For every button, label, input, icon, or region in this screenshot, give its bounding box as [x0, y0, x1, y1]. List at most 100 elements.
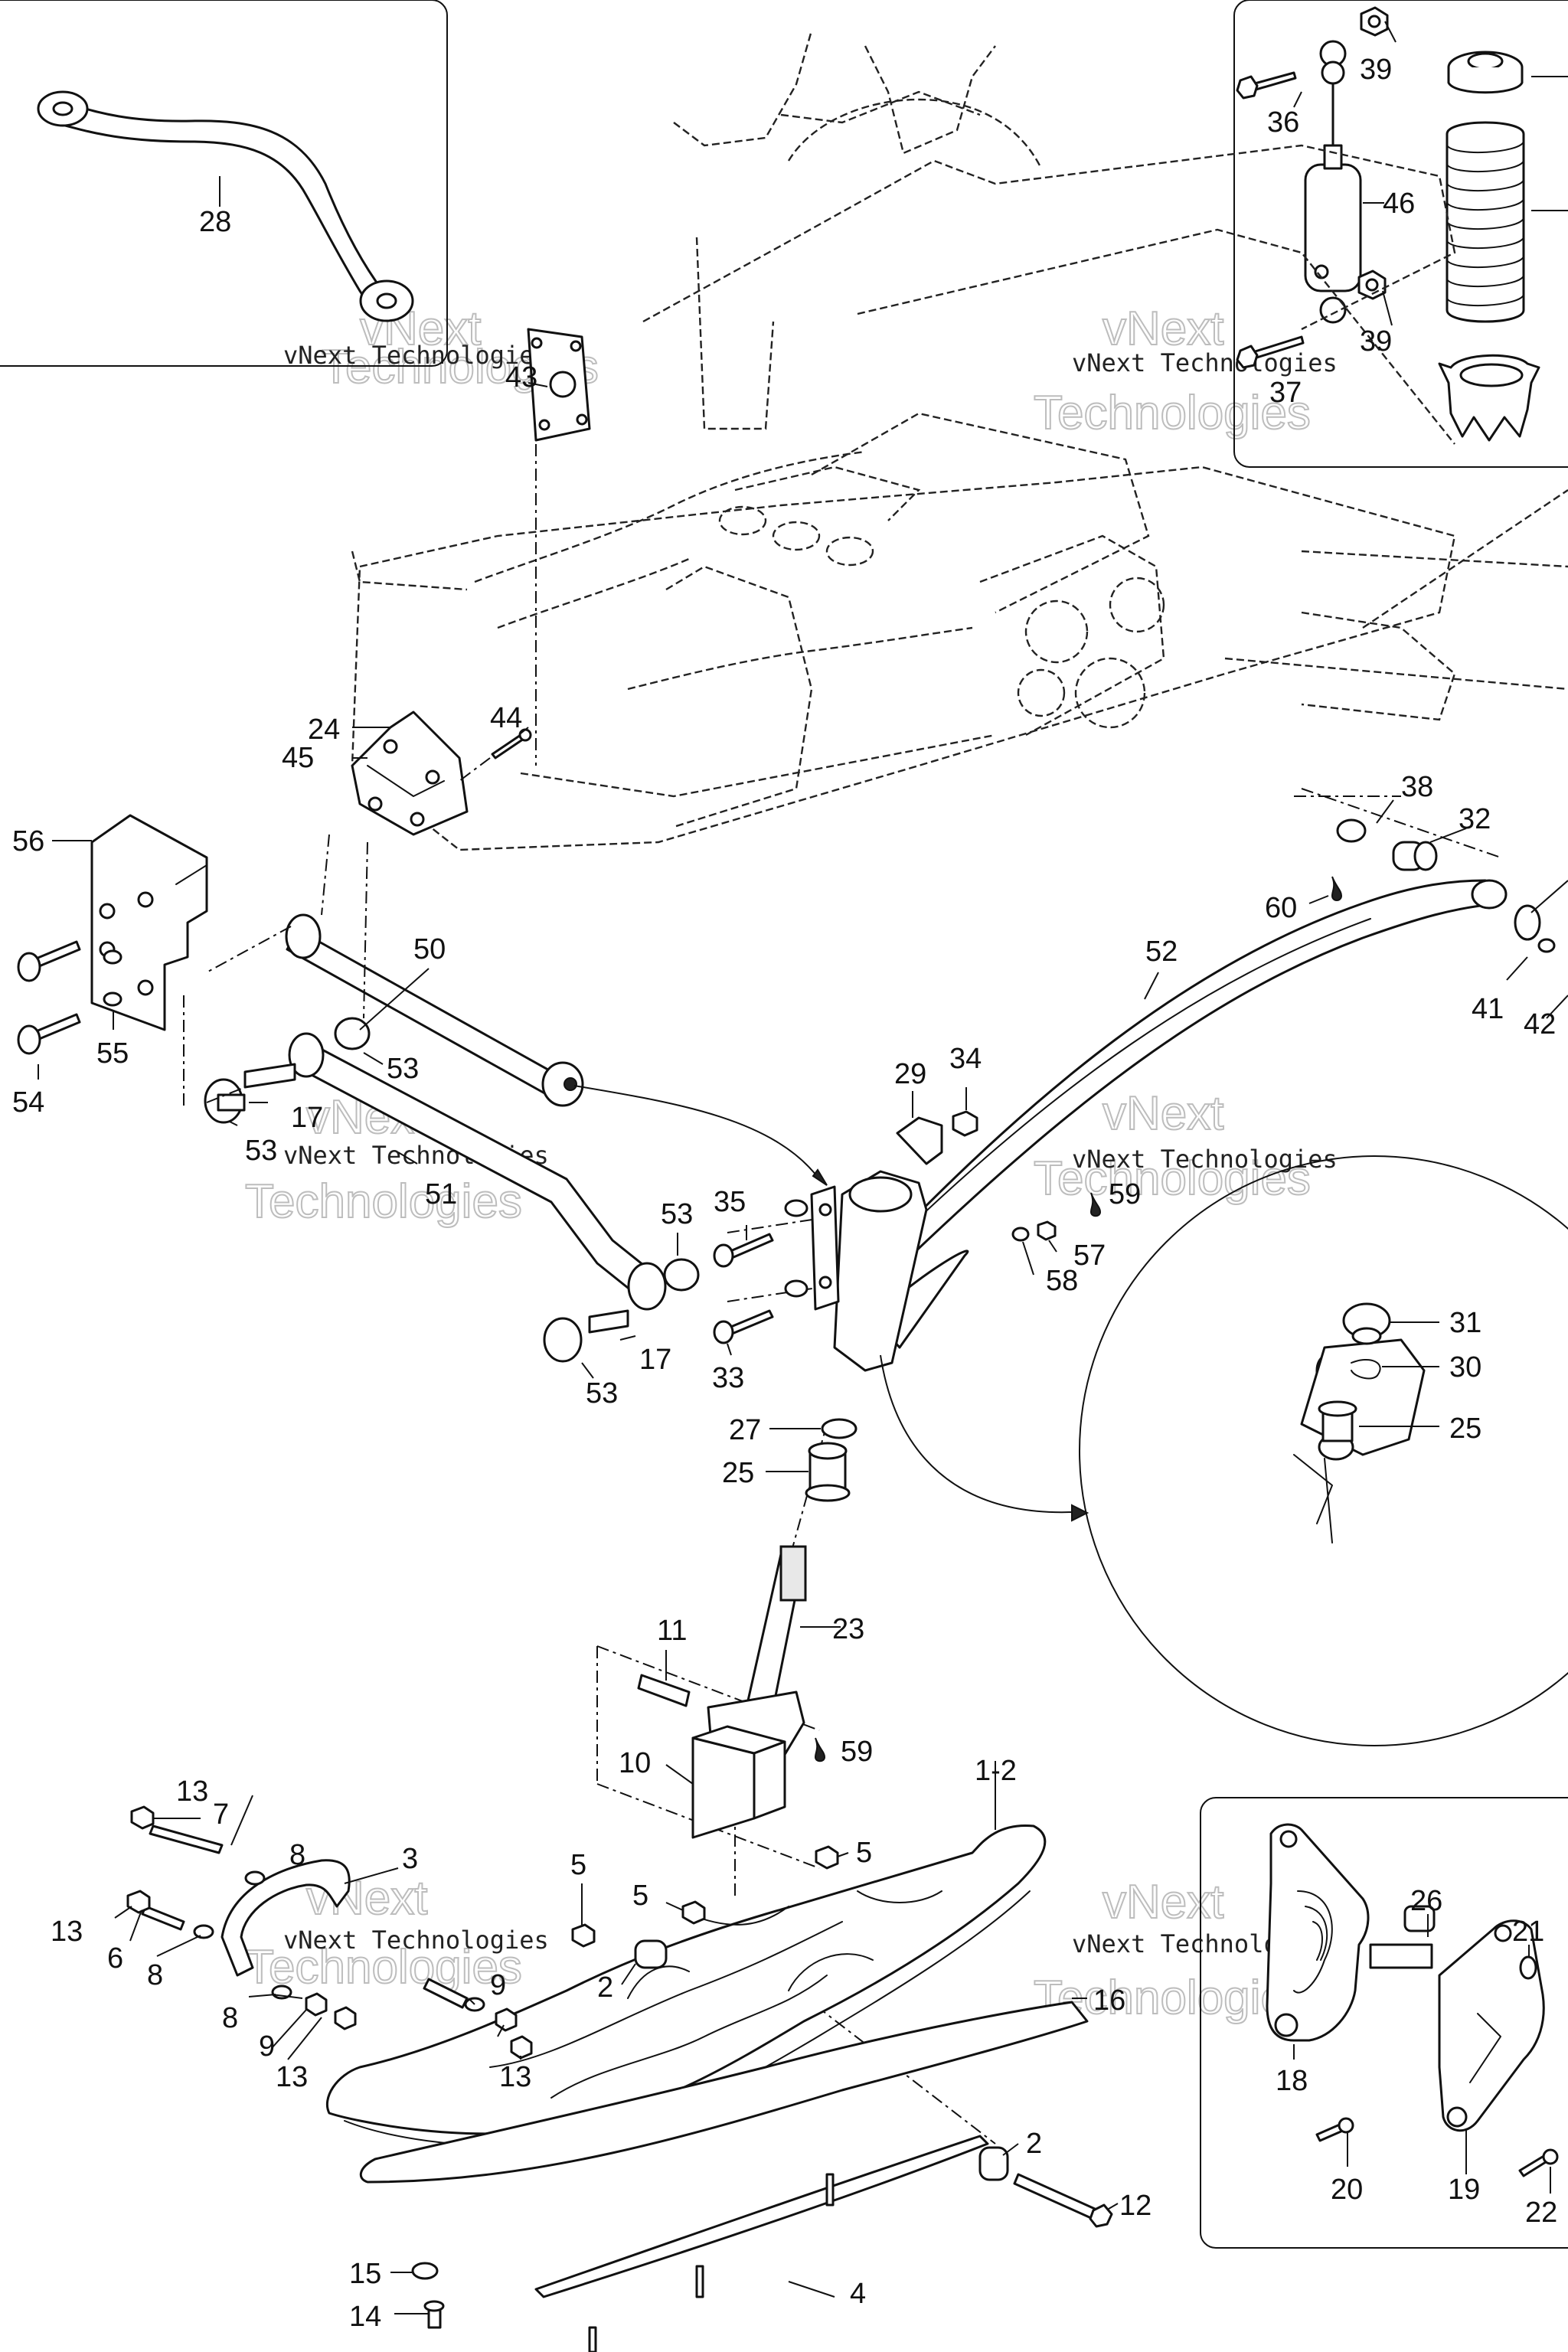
bracket-24-45: [351, 710, 532, 836]
watermark-big-4: Technologies: [1034, 1152, 1311, 1205]
label-36: 36: [1267, 106, 1299, 139]
label-16: 16: [1093, 1984, 1125, 2017]
label-3: 3: [402, 1843, 418, 1875]
label-13-d: 13: [499, 2061, 531, 2093]
label-56: 56: [12, 825, 44, 858]
label-20: 20: [1331, 2174, 1363, 2206]
watermark-big-5: Technologies: [245, 1941, 522, 1994]
label-31: 31: [1449, 1307, 1481, 1339]
label-13-a: 13: [176, 1775, 208, 1808]
callout-labels: 28 43 36 39 46 39 37 24 45 44 56 55 54 5…: [12, 54, 1557, 2333]
label-53-a: 53: [387, 1053, 419, 1085]
label-2-b: 2: [1026, 2128, 1042, 2160]
label-17-b: 17: [639, 1344, 671, 1376]
arrow-arm-to-spindle: [573, 1085, 820, 1180]
label-15: 15: [349, 2258, 381, 2290]
radius-rod-52: [871, 818, 1556, 1349]
arrow-head: [812, 1168, 828, 1186]
label-59-a: 59: [1109, 1178, 1141, 1210]
ski-assembly: [126, 1805, 1113, 2352]
label-45: 45: [282, 742, 314, 774]
label-8-a: 8: [289, 1839, 305, 1871]
inset-box-tie-rod: [0, 0, 448, 367]
inset-box-shock: [1233, 0, 1568, 468]
watermark-big-top-6: vNext: [1102, 1876, 1223, 1929]
leader-lines: [38, 382, 1568, 2314]
label-27: 27: [729, 1414, 761, 1446]
coil-spring: [1446, 121, 1525, 323]
label-11: 11: [657, 1615, 687, 1647]
label-24: 24: [308, 714, 340, 746]
label-4: 4: [850, 2278, 866, 2310]
label-5-c: 5: [856, 1837, 872, 1869]
label-57: 57: [1073, 1240, 1106, 1272]
label-14: 14: [349, 2301, 381, 2333]
upper-arm-50: [285, 913, 584, 1107]
watermark-big-3: Technologies: [245, 1175, 522, 1228]
label-53-d: 53: [586, 1377, 618, 1410]
label-13-b: 13: [51, 1916, 83, 1948]
label-5-b: 5: [632, 1880, 648, 1912]
label-43: 43: [505, 361, 537, 394]
label-42: 42: [1524, 1008, 1556, 1040]
label-52: 52: [1145, 936, 1178, 968]
label-21: 21: [1512, 1916, 1544, 1948]
bracket-56: [17, 814, 208, 1055]
label-1-2: 1-2: [975, 1755, 1017, 1787]
label-39-bottom: 39: [1360, 325, 1392, 358]
label-34: 34: [949, 1043, 982, 1075]
label-60: 60: [1265, 892, 1297, 924]
label-7: 7: [213, 1798, 229, 1831]
label-8-c: 8: [222, 2002, 238, 2034]
lower-arm-51: [204, 1032, 700, 1363]
label-50: 50: [413, 933, 446, 965]
watermark-4: vNext Technologies: [1072, 1145, 1338, 1174]
inset-box-pivot: [1200, 1797, 1568, 2249]
label-25-a: 25: [722, 1457, 754, 1489]
label-25-b: 25: [1449, 1413, 1481, 1445]
label-59-b: 59: [841, 1736, 873, 1768]
label-37: 37: [1269, 377, 1302, 409]
label-41: 41: [1472, 993, 1504, 1025]
label-35: 35: [714, 1186, 746, 1218]
label-53-b: 53: [245, 1135, 277, 1167]
label-46: 46: [1383, 188, 1415, 220]
label-6: 6: [107, 1942, 123, 1975]
label-33: 33: [712, 1362, 744, 1394]
label-10: 10: [619, 1747, 651, 1779]
label-18: 18: [1276, 2065, 1308, 2097]
watermark-big-top-2: vNext: [1102, 302, 1223, 355]
watermark-big-top-4: vNext: [1102, 1087, 1223, 1140]
label-54: 54: [12, 1086, 44, 1119]
label-8-b: 8: [147, 1959, 163, 1991]
label-38: 38: [1401, 771, 1433, 803]
label-28: 28: [199, 206, 231, 238]
label-53-c: 53: [661, 1198, 693, 1230]
spindle-parts: [637, 1418, 858, 1839]
label-44: 44: [490, 702, 522, 734]
frame-assembly: [351, 30, 1568, 851]
label-12: 12: [1119, 2190, 1152, 2222]
label-13-c: 13: [276, 2061, 308, 2093]
detail-circle: [1079, 1155, 1568, 1746]
label-29: 29: [894, 1058, 926, 1090]
label-23: 23: [832, 1613, 864, 1645]
label-51: 51: [425, 1178, 457, 1210]
label-19: 19: [1448, 2174, 1480, 2206]
label-17-a: 17: [291, 1102, 323, 1134]
watermark-big-2: Technologies: [1034, 387, 1311, 439]
label-30: 30: [1449, 1351, 1481, 1383]
label-32: 32: [1459, 803, 1491, 835]
watermark-2: vNext Technologies: [1072, 348, 1338, 377]
label-26: 26: [1410, 1885, 1442, 1917]
watermark-5: vNext Technologies: [283, 1926, 549, 1955]
label-5-a: 5: [570, 1849, 586, 1881]
label-9-b: 9: [490, 1969, 506, 2001]
label-55: 55: [96, 1037, 129, 1070]
spindle-housing: [713, 1110, 1102, 1522]
label-9-a: 9: [259, 2030, 275, 2063]
watermark-1: vNext Technologies: [283, 341, 549, 370]
label-22: 22: [1525, 2197, 1557, 2229]
label-58: 58: [1046, 1265, 1078, 1297]
